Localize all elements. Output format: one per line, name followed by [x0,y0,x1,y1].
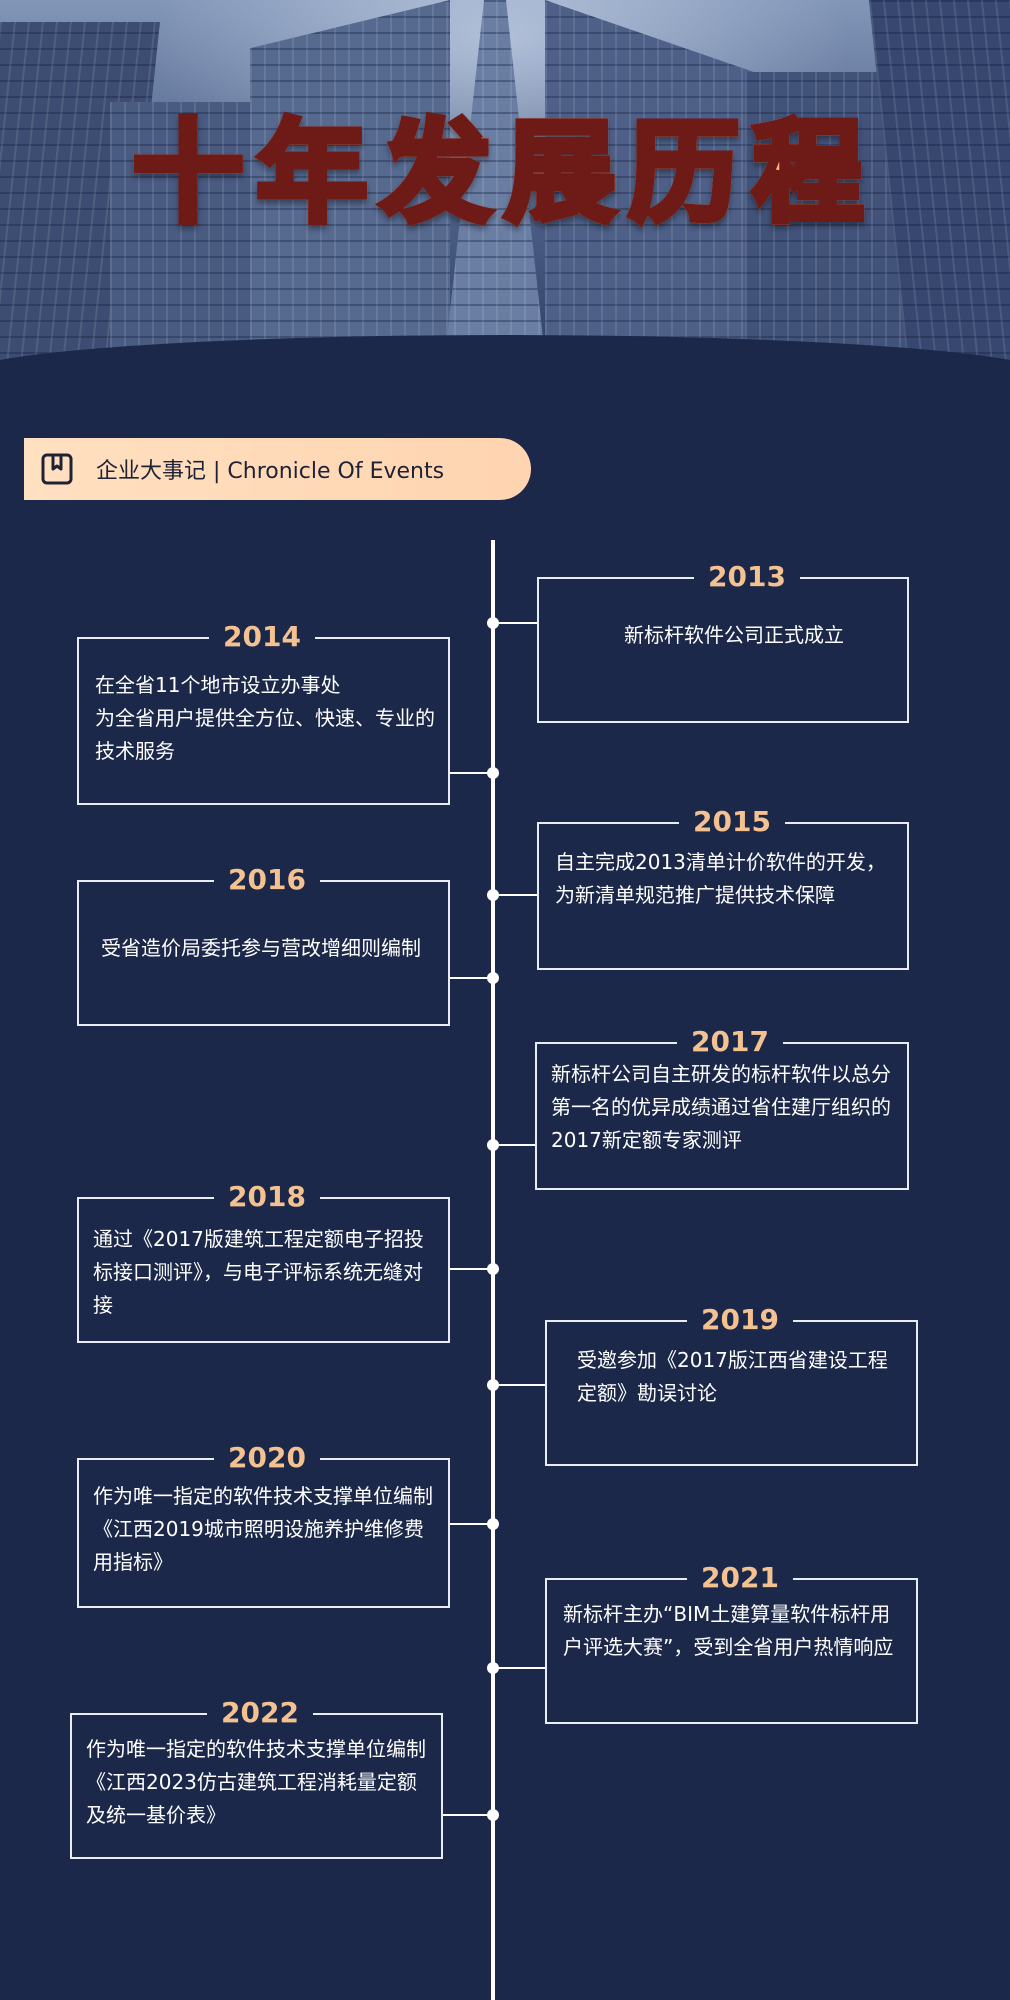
event-year: 2016 [214,863,320,897]
event-year: 2017 [677,1025,783,1059]
bookmark-icon [41,453,73,485]
timeline-dot [487,617,499,629]
timeline-dot [487,972,499,984]
event-year: 2018 [214,1180,320,1214]
event-year: 2014 [209,620,315,654]
event-description: 自主完成2013清单计价软件的开发，为新清单规范推广提供技术保障 [555,850,886,907]
timeline-event-2018: 2018 通过《2017版建筑工程定额电子招投标接口测评》，与电子评标系统无缝对接 [77,1180,450,1343]
event-year: 2015 [679,805,785,839]
event-description: 通过《2017版建筑工程定额电子招投标接口测评》，与电子评标系统无缝对接 [93,1227,424,1317]
event-year: 2013 [694,560,800,594]
timeline-event-2019: 2019 受邀参加《2017版江西省建设工程定额》勘误讨论 [545,1303,918,1466]
event-description: 受省造价局委托参与营改增细则编制 [101,936,421,960]
event-description: 受邀参加《2017版江西省建设工程定额》勘误讨论 [577,1348,888,1405]
timeline-connector [450,772,492,774]
timeline-dot [487,1518,499,1530]
event-description: 在全省11个地市设立办事处 为全省用户提供全方位、快速、专业的技术服务 [95,673,435,763]
timeline-dot [487,1379,499,1391]
timeline-dot [487,767,499,779]
timeline-connector [450,1268,492,1270]
timeline-dot [487,889,499,901]
section-heading: 企业大事记 | Chronicle Of Events [24,438,531,500]
timeline-event-2015: 2015 自主完成2013清单计价软件的开发，为新清单规范推广提供技术保障 [537,805,909,970]
timeline-connector [494,1144,535,1146]
section-heading-label: 企业大事记 | Chronicle Of Events [96,459,445,484]
timeline-event-2016: 2016 受省造价局委托参与营改增细则编制 [77,863,450,1026]
timeline-connector [450,977,492,979]
timeline-dot [487,1809,499,1821]
event-year: 2021 [687,1561,793,1595]
timeline-connector [494,1667,545,1669]
timeline-event-2022: 2022 作为唯一指定的软件技术支撑单位编制《江西2023仿古建筑工程消耗量定额及… [70,1696,443,1859]
event-description: 作为唯一指定的软件技术支撑单位编制《江西2019城市照明设施养护维修费用指标》 [93,1484,433,1574]
timeline-connector [494,894,537,896]
timeline-connector [494,622,537,624]
timeline-event-2013: 2013 新标杆软件公司正式成立 [537,560,909,723]
timeline-event-2020: 2020 作为唯一指定的软件技术支撑单位编制《江西2019城市照明设施养护维修费用… [77,1441,450,1608]
timeline-dot [487,1139,499,1151]
event-description: 新标杆软件公司正式成立 [624,623,844,647]
event-year: 2022 [207,1696,313,1730]
event-year: 2019 [687,1303,793,1337]
hero-banner: 十年发展历程 [0,0,1010,402]
event-description: 作为唯一指定的软件技术支撑单位编制《江西2023仿古建筑工程消耗量定额及统一基价… [86,1737,426,1827]
timeline-event-2014: 2014 在全省11个地市设立办事处 为全省用户提供全方位、快速、专业的技术服务 [77,620,450,805]
timeline-connector [494,1384,545,1386]
timeline-dot [487,1662,499,1674]
event-description: 新标杆主办“BIM土建算量软件标杆用户评选大赛”，受到全省用户热情响应 [563,1602,894,1659]
event-year: 2020 [214,1441,320,1475]
page-title: 十年发展历程 [0,115,1010,232]
event-description: 新标杆公司自主研发的标杆软件以总分第一名的优异成绩通过省住建厅组织的2017新定… [551,1062,891,1152]
timeline-event-2021: 2021 新标杆主办“BIM土建算量软件标杆用户评选大赛”，受到全省用户热情响应 [545,1561,918,1724]
timeline-dot [487,1263,499,1275]
hero-curve [0,335,1010,402]
timeline-connector [443,1814,492,1816]
timeline-connector [450,1523,492,1525]
